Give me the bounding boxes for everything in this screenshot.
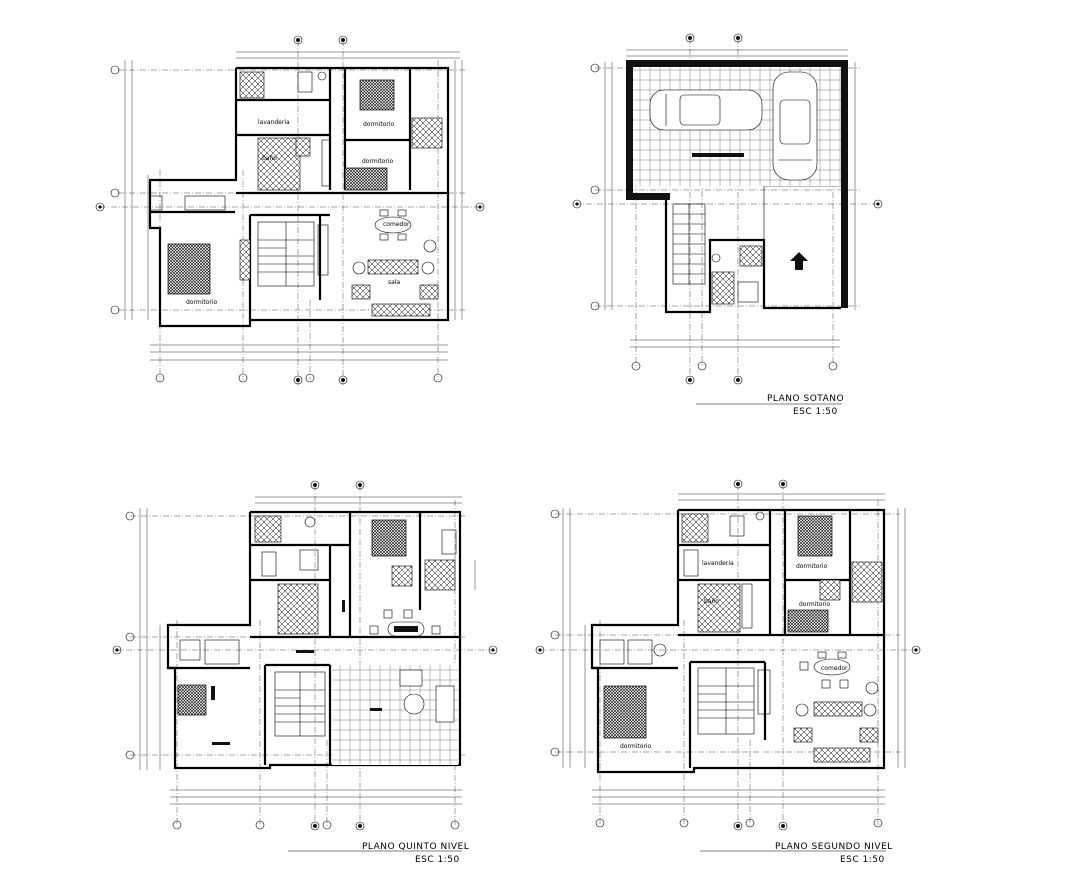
dining-set (799, 651, 879, 695)
shower-floor (411, 117, 443, 149)
room-label: dormitorio (362, 158, 394, 165)
staircase (257, 221, 315, 287)
fixtures (599, 511, 771, 715)
room-label: lavanderia (258, 119, 290, 126)
room-label: dormitorio (796, 563, 828, 570)
room-labels: lavanderia baño dormitorio dormitorio co… (186, 119, 410, 306)
wardrobe (819, 579, 841, 601)
axis-markers (572, 33, 883, 385)
bed-3 (391, 565, 413, 587)
plan-scale: ESC 1:50 (415, 855, 460, 865)
plan-quinto-nivel: PLANO QUINTO NIVEL ESC 1:50 (112, 480, 498, 865)
terrace-floor (239, 71, 265, 99)
room-label: baño (704, 598, 719, 605)
room-label: dormitorio (620, 743, 652, 750)
shower-floor (851, 561, 883, 603)
walls (590, 508, 886, 774)
dark-markers (211, 600, 382, 745)
grid-lines (115, 485, 495, 826)
staircase (274, 671, 326, 737)
retaining-wall-right (841, 60, 848, 308)
plan-segundo-nivel: lavanderia baño dormitorio dormitorio co… (535, 479, 921, 865)
fixtures (179, 516, 457, 665)
ramp-bar (692, 153, 744, 157)
retaining-wall-mid (626, 193, 670, 200)
bath-floor (277, 583, 319, 635)
room-labels: lavanderia baño dormitorio dormitorio co… (620, 560, 848, 750)
shower-floor (424, 559, 456, 591)
terrace-left-floor (254, 515, 282, 543)
bath-floor (257, 137, 301, 191)
room-label: dormitorio (363, 121, 395, 128)
title-block: PLANO QUINTO NIVEL ESC 1:50 (288, 842, 469, 865)
bath-floor (697, 583, 741, 633)
plan-title: PLANO SOTANO (767, 394, 844, 404)
plan-sotano: PLANO SOTANO ESC 1:50 (572, 33, 883, 417)
dimension-lines (562, 493, 906, 805)
laundry-floor (295, 137, 311, 157)
bed-2 (787, 609, 829, 633)
living-set (351, 259, 439, 317)
bed-1 (359, 79, 395, 111)
retaining-wall-left (626, 60, 633, 200)
room-label: sala (388, 279, 400, 286)
bed-2 (344, 167, 388, 191)
bed-3 (603, 685, 647, 739)
dimension-lines (139, 496, 476, 805)
fixtures (149, 71, 331, 281)
dining-set (369, 609, 441, 637)
bed-2 (177, 684, 207, 716)
plan-title: PLANO SEGUNDO NIVEL (775, 842, 893, 852)
dimension-lines (604, 49, 856, 348)
axis-markers (95, 35, 485, 385)
plan-top-left: lavanderia baño dormitorio dormitorio co… (95, 35, 485, 385)
car-1 (649, 89, 763, 131)
grid-lines (538, 484, 918, 826)
walls (166, 510, 462, 770)
up-arrow-icon (790, 252, 808, 270)
plan-title: PLANO QUINTO NIVEL (362, 842, 469, 852)
room-label: lavanderia (702, 560, 734, 567)
bed-1 (797, 515, 833, 557)
living-set (793, 701, 879, 763)
room-label: comedor (821, 665, 848, 672)
retaining-wall-top (626, 60, 848, 67)
plan-scale: ESC 1:50 (840, 855, 885, 865)
title-block: PLANO SEGUNDO NIVEL ESC 1:50 (700, 842, 893, 865)
room-label: dormitorio (186, 299, 218, 306)
axis-markers (112, 480, 498, 831)
axis-markers (535, 479, 921, 831)
room-label: comedor (383, 221, 410, 228)
title-block: PLANO SOTANO ESC 1:50 (696, 394, 844, 417)
car-2 (772, 71, 818, 181)
dimension-lines (124, 51, 463, 361)
room-label: baño (262, 155, 277, 162)
terrace-floor (681, 513, 709, 543)
service-bath (711, 245, 763, 305)
living-set (399, 669, 455, 723)
bed-3 (167, 243, 211, 295)
plan-scale: ESC 1:50 (793, 407, 838, 417)
room-label: dormitorio (799, 601, 831, 608)
dining-set (374, 209, 437, 253)
walls (148, 66, 450, 328)
staircase (697, 667, 755, 735)
bed-1 (371, 519, 407, 557)
staircase (672, 203, 706, 285)
